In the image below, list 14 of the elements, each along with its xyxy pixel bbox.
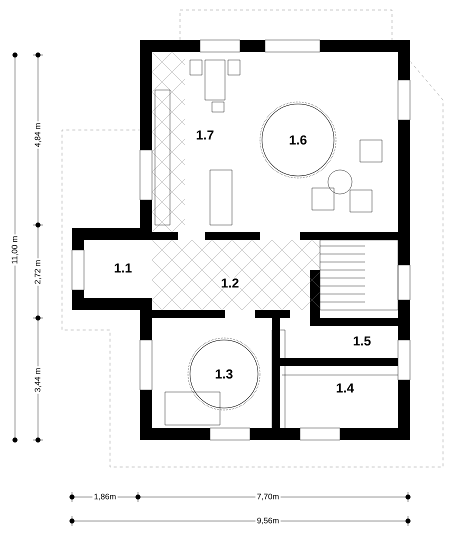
room-number: 1.7 [194,130,216,140]
dimension-label: 3,44 m [33,366,43,394]
dimension-label: 9,56m [255,516,281,526]
dimension-label: 7,70m [255,492,281,502]
room-number: 1.3 [214,368,234,380]
room-number: 1.1 [112,262,134,274]
dimension-label: 4,84 m [33,121,43,149]
dimension-label: 11,00 m [10,234,20,266]
dimension-label: 1,86m [92,492,118,502]
room-number: 1.6 [288,134,308,146]
dimension-label: 2,72 m [33,258,43,286]
room-number: 1.5 [352,335,372,347]
room-number: 1.4 [334,382,356,394]
room-number: 1.2 [220,277,240,289]
